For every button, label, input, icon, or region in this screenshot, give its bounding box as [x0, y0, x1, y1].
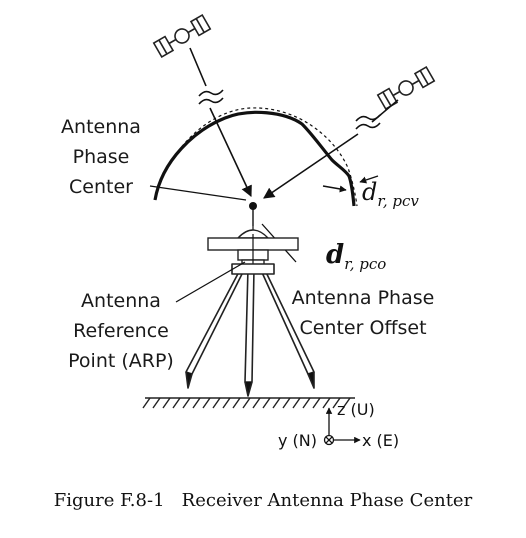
coordinate-axes-icon: [323, 407, 361, 446]
pcv-symbol: dr, pcv: [362, 178, 419, 210]
apc-label-line-1: Antenna: [61, 116, 141, 138]
satellite-left-icon: [152, 13, 212, 59]
arp-label: Antenna Reference Point (ARP): [58, 286, 184, 376]
ground-hatch-icon: [142, 397, 355, 409]
arp-label-line-2: Reference: [73, 320, 169, 342]
apc-label-line-3: Center: [69, 176, 133, 198]
pcv-symbol-sub: r, pcv: [377, 192, 419, 210]
axis-x-label: x (E): [362, 431, 400, 450]
pco-symbol-sub: r, pco: [344, 255, 387, 273]
signal-rays: [189, 47, 399, 199]
figure-caption: Figure F.8-1 Receiver Antenna Phase Cent…: [53, 490, 473, 511]
apc-offset-label: Antenna Phase Center Offset: [278, 283, 448, 343]
antenna-icon: [207, 229, 299, 269]
arp-label-line-1: Antenna: [81, 290, 161, 312]
arp-label-line-3: Point (ARP): [68, 350, 174, 372]
satellite-right-icon: [376, 65, 436, 111]
pco-symbol-main: d: [326, 240, 345, 270]
pco-symbol: dr, pco: [326, 240, 386, 273]
apc-offset-label-line-2: Center Offset: [299, 317, 427, 339]
apc-offset-label-line-1: Antenna Phase: [291, 287, 435, 309]
axis-z-label: z (U): [337, 400, 375, 419]
phase-pattern-actual: [153, 110, 356, 207]
axis-y-label: y (N): [278, 431, 318, 450]
tripod-icon: [185, 263, 315, 397]
pcv-symbol-main: d: [362, 178, 378, 206]
signal-break-icon: [198, 89, 381, 130]
apc-label: Antenna Phase Center: [60, 112, 142, 202]
apc-label-line-2: Phase: [72, 146, 130, 168]
